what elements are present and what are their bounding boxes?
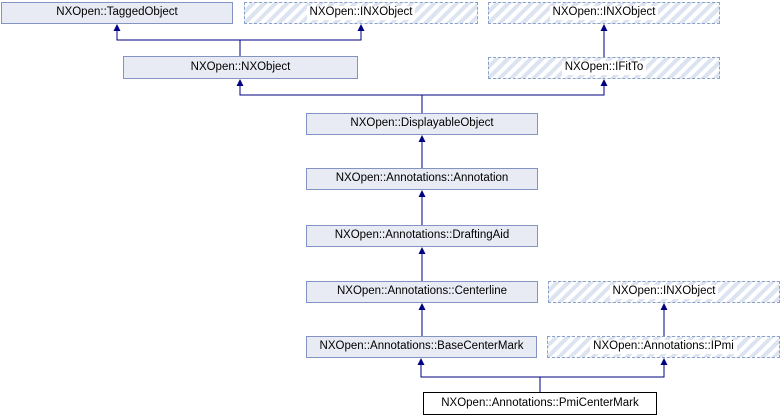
node-nxobject[interactable]: NXOpen::NXObject	[123, 56, 358, 79]
node-displayableobject[interactable]: NXOpen::DisplayableObject	[306, 113, 538, 135]
edge-centerline-draftingaid	[418, 247, 426, 281]
edge-ifitto-inxobject	[600, 24, 608, 57]
edge-annotation-displayableobject	[418, 135, 426, 168]
node-pmicentermark-current-class: NXOpen::Annotations::PmiCenterMark	[423, 392, 657, 415]
node-basecentermark[interactable]: NXOpen::Annotations::BaseCenterMark	[306, 336, 537, 358]
node-draftingaid[interactable]: NXOpen::Annotations::DraftingAid	[306, 225, 538, 247]
node-label: NXOpen::Annotations::Annotation	[335, 172, 509, 185]
node-label: NXOpen::INXObject	[609, 285, 719, 299]
edge-draftingaid-annotation	[418, 190, 426, 225]
node-centerline[interactable]: NXOpen::Annotations::Centerline	[306, 281, 538, 303]
edge-pmicentermark-basecentermark-and-ipmi	[417, 358, 668, 392]
edge-nxobject-taggedobject-and-inxobject	[113, 24, 365, 56]
node-ipmi[interactable]: NXOpen::Annotations::IPmi	[547, 336, 780, 358]
node-label: NXOpen::INXObject	[306, 6, 416, 20]
node-label: NXOpen::IFitTo	[561, 61, 647, 75]
node-label: NXOpen::Annotations::IPmi	[590, 340, 737, 354]
node-inxobject-top-1[interactable]: NXOpen::INXObject	[244, 2, 478, 24]
node-label: NXOpen::Annotations::BaseCenterMark	[319, 340, 524, 353]
edge-displayableobject-nxobject-and-ifitto	[236, 79, 608, 113]
edge-basecentermark-centerline	[418, 303, 426, 336]
node-taggedobject[interactable]: NXOpen::TaggedObject	[1, 2, 233, 24]
node-label: NXOpen::Annotations::DraftingAid	[334, 229, 510, 242]
node-label: NXOpen::DisplayableObject	[350, 117, 494, 130]
node-inxobject-top-2[interactable]: NXOpen::INXObject	[488, 2, 720, 24]
node-inxobject-mid[interactable]: NXOpen::INXObject	[548, 281, 780, 303]
node-label: NXOpen::TaggedObject	[56, 6, 178, 19]
edge-ipmi-inxobject	[660, 303, 668, 336]
node-label: NXOpen::INXObject	[549, 6, 659, 20]
node-annotation[interactable]: NXOpen::Annotations::Annotation	[306, 168, 538, 190]
node-label: NXOpen::NXObject	[190, 60, 291, 73]
node-label: NXOpen::Annotations::PmiCenterMark	[441, 396, 639, 409]
node-label: NXOpen::Annotations::Centerline	[336, 285, 508, 298]
node-ifitto[interactable]: NXOpen::IFitTo	[488, 57, 720, 79]
